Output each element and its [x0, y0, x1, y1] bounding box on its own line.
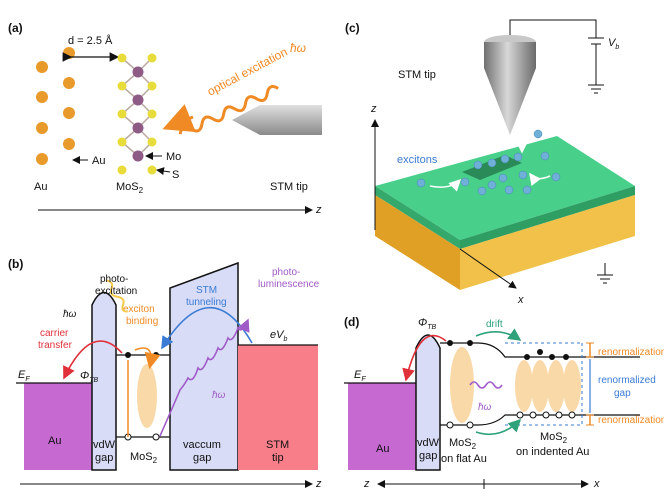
optical-wave — [178, 85, 279, 135]
drift-arrow-top — [475, 328, 522, 341]
au-label-d: Au — [376, 443, 389, 455]
mos2-label-b: MoS2 — [130, 451, 158, 465]
vdw-label-b-1: vdW — [93, 439, 116, 451]
optical-arrow — [162, 104, 196, 133]
tip-label-b-2: tip — [272, 452, 284, 464]
s-pointer — [156, 167, 171, 176]
au-atoms — [36, 47, 75, 165]
evb-b: eVb — [270, 329, 287, 343]
substrate-side-right — [460, 195, 635, 290]
stm-tip-c — [484, 42, 536, 135]
panel-b: (b) Au vdW gap ΦTB MoS2 vaccum gap STM t… — [8, 257, 322, 490]
vdw-label-d-2: gap — [419, 450, 437, 462]
bottom-tip-label: STM tip — [270, 181, 308, 193]
x-axis-d-label: x — [593, 478, 600, 490]
vac-label-b-1: vaccum — [183, 439, 221, 451]
hw-left-b: ħω — [63, 309, 77, 320]
ind-label-1: MoS2 — [540, 431, 568, 445]
mo-atoms — [132, 66, 144, 162]
carrier-transfer-arrow — [63, 340, 123, 380]
carrier-label-1: carrier — [40, 328, 69, 339]
panel-a: (a) d = 2.5 Å — [8, 21, 322, 216]
z-axis-b-label: z — [315, 478, 322, 490]
z-axis-d-label: z — [363, 478, 370, 490]
vdw-barrier-b — [91, 291, 117, 471]
renorm-bottom-label: renormalization — [598, 415, 664, 426]
panel-c: (c) excitons STM tip Vb — [345, 19, 635, 306]
vac-label-b-2: gap — [193, 452, 211, 464]
tip-band-b — [238, 345, 318, 470]
panel-b-label: (b) — [8, 257, 23, 271]
exciton-ovals-d-indented — [515, 360, 581, 412]
stm-label-2: tunneling — [186, 297, 227, 308]
photolum-label-1: photo- — [272, 267, 300, 278]
flat-label-2: on flat Au — [441, 453, 487, 465]
photolum-wave-d — [469, 381, 503, 389]
photolum-arrow — [159, 318, 250, 437]
substrate-side-left — [375, 195, 460, 290]
photolum-label-2: luminescence — [258, 279, 320, 290]
vb-label: Vb — [608, 37, 619, 51]
drift-label: drift — [486, 319, 503, 330]
distance-label: d = 2.5 Å — [68, 34, 113, 47]
stm-tip-a — [232, 105, 322, 135]
ind-label-2: on indented Au — [516, 446, 589, 458]
renorm-gap-label-1: renormalized — [598, 375, 656, 386]
hw-label-a: ħω — [290, 41, 306, 55]
au-band-d — [348, 383, 416, 470]
flat-label-1: MoS2 — [449, 437, 477, 451]
vdw-label-b-2: gap — [95, 452, 113, 464]
renorm-gap-label-2: gap — [614, 388, 631, 399]
x-axis-c-label: x — [517, 294, 524, 306]
phi-b: ΦTB — [80, 370, 98, 384]
z-axis-a-label: z — [315, 204, 322, 216]
exciton-oval-d-flat — [450, 347, 474, 423]
carrier-arrow-d — [402, 334, 447, 382]
phi-d: ΦTB — [418, 317, 436, 331]
au-band-b — [24, 383, 92, 470]
x-axis-c — [459, 248, 517, 289]
stm-label-1: STM — [196, 285, 217, 296]
panel-c-label: (c) — [345, 21, 360, 35]
exciton-dots — [416, 129, 561, 196]
stm-tip-label-c: STM tip — [398, 69, 436, 81]
ef-d: EF — [354, 369, 366, 383]
exciton-label-2: binding — [126, 316, 158, 327]
tip-label-b-1: STM — [266, 439, 289, 451]
au-label-b: Au — [48, 435, 61, 447]
carrier-label-2: transfer — [38, 340, 73, 351]
mo-pointer-label: Mo — [166, 151, 181, 163]
bottom-mos2-label: MoS2 — [116, 181, 144, 195]
s-pointer-label: S — [172, 169, 179, 181]
exciton-binding-arrow — [134, 347, 161, 370]
photoexc-label-1: photo- — [100, 274, 128, 285]
excitons-label: excitons — [397, 154, 438, 166]
drift-arrow-bottom — [475, 418, 522, 436]
vdw-label-d-1: vdW — [417, 437, 440, 449]
exciton-label-1: exciton — [123, 304, 155, 315]
substrate-top — [375, 136, 635, 240]
renorm-top-label: renormalization — [598, 347, 664, 358]
photoexc-label-2: excitation — [95, 286, 137, 297]
s-atoms — [117, 53, 157, 175]
z-axis-c-label: z — [370, 103, 377, 115]
bottom-au-label: Au — [34, 181, 47, 193]
ef-b: EF — [18, 369, 30, 383]
panel-d-label: (d) — [344, 315, 359, 329]
hw-mid-b: ħω — [212, 390, 226, 401]
panel-d: (d) Au EF vdW gap ΦTB reno — [344, 315, 664, 490]
au-pointer-label: Au — [92, 155, 105, 167]
hw-label-d: ħω — [478, 402, 492, 413]
panel-a-label: (a) — [8, 21, 23, 35]
optical-label: optical excitation — [205, 45, 290, 99]
photo-wave-b — [105, 279, 128, 313]
exciton-oval-b — [137, 364, 157, 428]
